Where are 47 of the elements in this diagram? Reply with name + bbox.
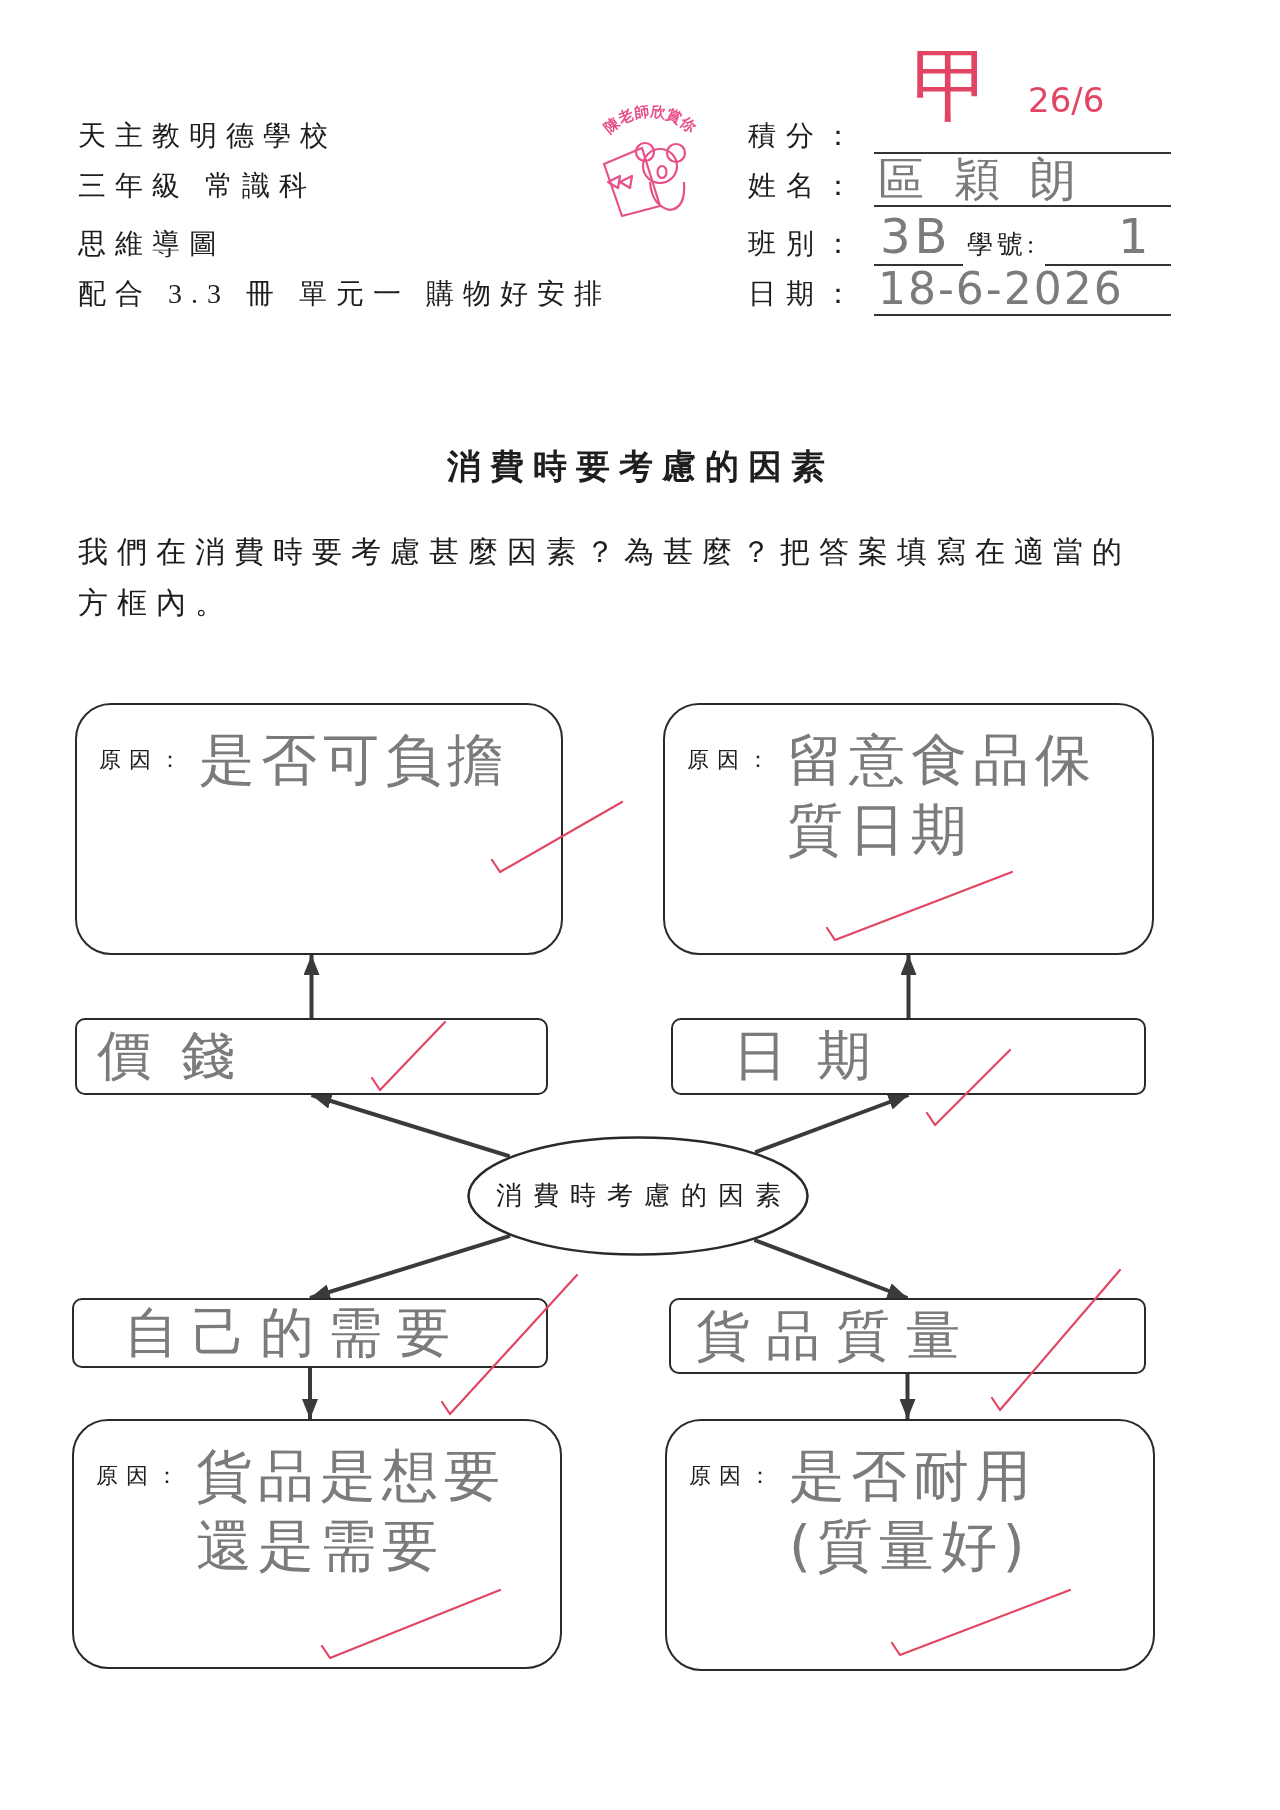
field-label: 日期： [748, 277, 862, 311]
answer-box [72, 1298, 548, 1368]
handwritten-date: 18-6-2026 [878, 266, 1124, 312]
handwritten-answer: 日期 [733, 1024, 901, 1088]
field-label: 姓名： [748, 169, 862, 203]
answer-box [665, 1419, 1155, 1671]
grade-mark: 甲 [912, 41, 992, 131]
prompt-label: 原因： [687, 746, 777, 774]
handwritten-class: 3B [880, 212, 952, 260]
arrow [899, 1374, 916, 1419]
field-label: 積分： [748, 119, 862, 153]
school-name: 天主教明德學校 [78, 119, 337, 153]
unit-text: 配合 3.3 冊 單元一 購物好安排 [78, 277, 611, 311]
arrow [753, 1238, 909, 1300]
handwritten-name: 區穎朗 [878, 156, 1106, 202]
handwritten-answer: 留意食品保質日期 [787, 726, 1098, 864]
handwritten-answer: 是否耐用(質量好) [789, 1442, 1038, 1580]
subject-text: 三年級 常識科 [78, 169, 316, 203]
title: 消費時要考慮的因素 [446, 447, 834, 487]
handwritten-answer: 是否可負擔 [199, 726, 510, 794]
arrow [309, 1233, 511, 1300]
prompt-label: 原因： [96, 1462, 186, 1490]
handwritten-answer: 自己的需要 [124, 1300, 464, 1365]
arrow [900, 955, 917, 1018]
handwritten-answer: 價錢 [97, 1024, 265, 1088]
answer-box [671, 1018, 1146, 1095]
handwritten-date: 26/6 [1028, 80, 1105, 120]
answer-box [72, 1419, 562, 1669]
handwritten-number: 1 [1118, 212, 1149, 260]
arrow [303, 955, 320, 1018]
stamp-text: 陳老師欣賞你 [600, 102, 700, 137]
instruction-text: 我們在消費時要考慮甚麼因素？為甚麼？把答案填寫在適當的方框內。 [78, 534, 1132, 621]
arrow [302, 1368, 318, 1419]
topic-ellipse: 消費時考慮的因素 [467, 1136, 809, 1256]
field-label: 班別： [748, 227, 862, 261]
answer-box [75, 703, 563, 955]
handwritten-answer: 貨品質量 [696, 1303, 976, 1368]
answer-box [669, 1298, 1146, 1374]
answer-box [75, 1018, 548, 1095]
worksheet-type: 思維導圖 [78, 227, 226, 261]
arrow [310, 1093, 511, 1159]
prompt-label: 原因： [689, 1462, 779, 1490]
prompt-label: 原因： [99, 746, 189, 774]
handwritten-answer: 貨品是想要還是需要 [196, 1442, 507, 1580]
field-label: 學號: [967, 229, 1039, 261]
arrow [754, 1093, 910, 1155]
answer-box [663, 703, 1154, 955]
